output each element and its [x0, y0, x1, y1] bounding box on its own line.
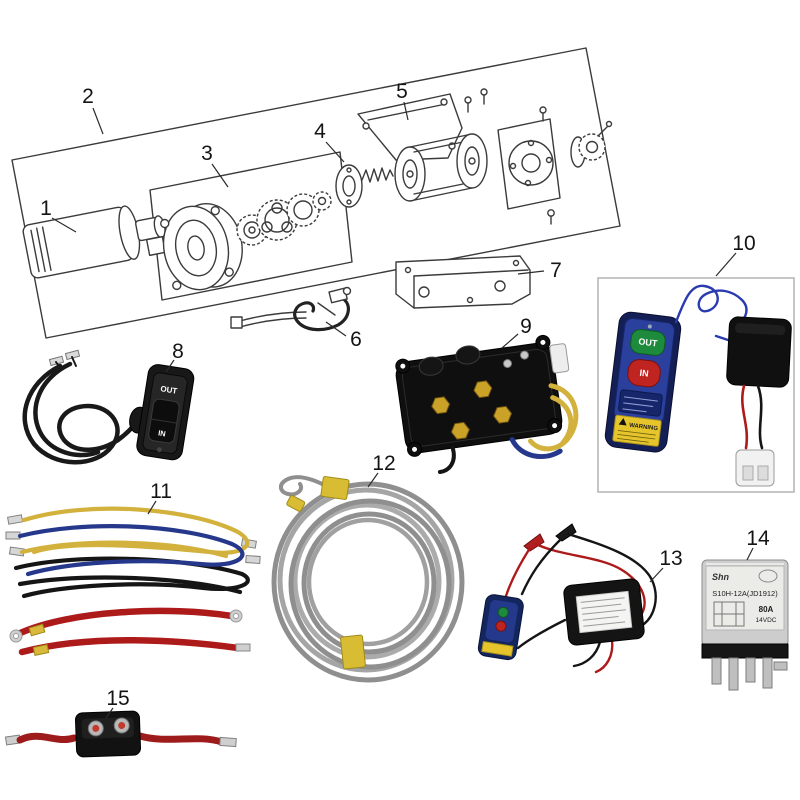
module-red-wires	[504, 542, 646, 674]
svg-text:11: 11	[150, 480, 172, 503]
relay-model: S10H-12A(JD1912)	[712, 589, 778, 598]
top-bracket	[357, 93, 463, 161]
breaker-cables	[16, 732, 226, 746]
mounting-channel	[395, 255, 531, 309]
callout-13: 13	[649, 547, 683, 583]
solenoid-assembly	[395, 334, 579, 475]
solenoid-black-wire	[437, 446, 456, 475]
harness-black-wires	[13, 556, 250, 599]
bearing-plate	[497, 118, 561, 210]
svg-text:12: 12	[372, 452, 395, 475]
clip-black	[555, 523, 577, 542]
callout-14: 14	[746, 527, 770, 561]
svg-text:15: 15	[106, 687, 129, 710]
svg-text:7: 7	[550, 259, 562, 282]
svg-text:3: 3	[201, 142, 213, 165]
warning-label: WARNING	[629, 423, 659, 433]
receiver-connector	[735, 449, 775, 487]
handlebar-switch-assembly: OUT IN	[22, 349, 195, 465]
remote-in-label: IN	[639, 368, 649, 379]
solenoid-connector	[549, 343, 570, 374]
callout-2: 2	[82, 85, 104, 135]
callout-15: 15	[105, 687, 130, 719]
switch-body: OUT IN	[129, 364, 195, 461]
solenoid-terminals	[431, 380, 513, 440]
harness-red-cables	[14, 607, 242, 656]
callout-3: 3	[201, 142, 229, 188]
callout-7: 7	[517, 259, 562, 282]
svg-text:4: 4	[314, 120, 326, 143]
control-module-box	[563, 578, 645, 646]
motor-assembly	[22, 205, 189, 279]
gear-train	[236, 191, 332, 246]
relay-current: 80A	[759, 605, 774, 614]
spade-terminal	[235, 643, 251, 652]
receiver-box	[726, 316, 792, 388]
hook-assembly	[230, 286, 352, 332]
relay-schematic	[713, 601, 745, 627]
harness-blue-wire	[17, 524, 245, 577]
relay-brand: Shn	[712, 572, 730, 582]
wiring-harness	[5, 506, 261, 656]
brake-cam	[335, 164, 394, 208]
clutch-knob	[570, 120, 613, 168]
callout-6: 6	[325, 321, 362, 351]
callout-12: 12	[367, 452, 396, 488]
cable-band	[320, 476, 350, 500]
clip-red	[523, 533, 545, 552]
cable-band	[286, 495, 306, 512]
antenna-wire	[674, 284, 748, 342]
svg-text:5: 5	[396, 80, 408, 103]
remote-kit-panel: OUT IN WARNING	[597, 277, 795, 493]
callout-11: 11	[147, 480, 172, 515]
remote-in-button[interactable]	[627, 358, 662, 388]
callout-1: 1	[40, 197, 77, 233]
svg-text:8: 8	[172, 340, 184, 363]
callouts: 1 2 3 4 5 6 7 8	[40, 80, 770, 719]
terminal-rubber-cap	[418, 356, 444, 376]
control-module-kit	[477, 523, 657, 674]
relay: Shn S10H-12A(JD1912) 80A 14VDC	[701, 559, 789, 691]
relay-pins	[711, 657, 788, 691]
remote-out-button[interactable]	[630, 328, 667, 356]
svg-text:14: 14	[746, 527, 770, 550]
mini-remote-in-button[interactable]	[495, 620, 507, 632]
breaker-block	[74, 710, 142, 758]
switch-cable	[22, 356, 145, 465]
mini-remote	[477, 594, 524, 661]
svg-text:1: 1	[40, 197, 52, 220]
circuit-breaker-assembly	[4, 710, 237, 758]
svg-text:13: 13	[659, 547, 682, 570]
gearbox-box	[149, 151, 353, 301]
remote-out-label: OUT	[638, 336, 659, 348]
svg-text:2: 2	[82, 85, 94, 108]
callout-9: 9	[501, 315, 532, 349]
gearbox-housing	[160, 202, 243, 291]
module-black-wires	[516, 532, 657, 668]
callout-4: 4	[314, 120, 345, 163]
switch-out-label: OUT	[160, 384, 178, 396]
switch-in-label: IN	[158, 428, 167, 438]
drum-assembly	[394, 133, 488, 202]
callout-5: 5	[396, 80, 409, 121]
svg-text:10: 10	[732, 232, 755, 255]
cable-band	[340, 634, 366, 670]
mini-remote-out-button[interactable]	[497, 606, 509, 618]
receiver-black-wire	[756, 384, 764, 450]
svg-text:9: 9	[520, 315, 532, 338]
receiver-red-wire	[740, 384, 749, 450]
relay-voltage: 14VDC	[756, 617, 777, 624]
exploded-view-box	[11, 47, 621, 339]
callout-8: 8	[165, 340, 184, 373]
solenoid-yellow-wires	[528, 383, 579, 452]
solenoid-blue-wire	[509, 437, 563, 460]
remote-control: OUT IN WARNING	[604, 311, 682, 453]
harness-yellow-wires	[19, 506, 250, 559]
terminal-rubber-cap	[455, 345, 481, 365]
loose-screws	[464, 88, 555, 225]
callout-10: 10	[715, 232, 756, 277]
svg-text:6: 6	[350, 328, 362, 351]
steel-cable-coil	[271, 475, 465, 683]
